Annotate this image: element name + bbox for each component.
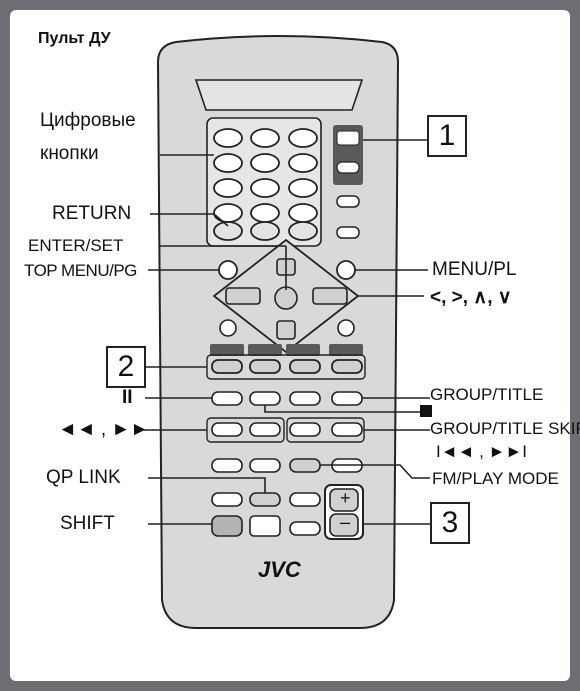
rew-ff-label: ◄◄ , ►► — [58, 419, 150, 440]
left-button — [225, 287, 261, 305]
enter-row-button — [250, 221, 280, 241]
volume-plus-button — [329, 488, 359, 512]
qp-row — [211, 492, 321, 507]
top-menu-button — [218, 260, 238, 280]
playback-row-2 — [211, 391, 363, 406]
playback-button — [289, 359, 321, 374]
group-title-label: GROUP/TITLE — [430, 385, 544, 404]
callout-3: 3 — [430, 502, 470, 544]
numeric-buttons — [213, 128, 318, 223]
brand-logo: JVC — [258, 557, 301, 582]
shift-label: SHIFT — [60, 513, 115, 534]
numeric-button — [288, 153, 318, 173]
volume-plus-label: + — [340, 488, 351, 508]
dark-bar — [210, 344, 244, 356]
playback-button — [211, 359, 243, 374]
enter-button — [274, 286, 298, 310]
pause-label: II — [122, 387, 133, 408]
mode-row-button — [211, 458, 243, 473]
dark-bar — [248, 344, 282, 356]
playback-row-1 — [211, 359, 363, 374]
group-title-button — [331, 391, 363, 406]
cursor-label: <, >, ∧, ∨ — [430, 287, 512, 308]
dark-bar — [286, 344, 320, 356]
numeric-button — [213, 128, 243, 148]
row2-button — [289, 391, 321, 406]
skip-row — [211, 422, 363, 437]
volume-minus-label: – — [340, 512, 351, 532]
numeric-label-line2: кнопки — [40, 143, 99, 164]
skip-next-button — [331, 422, 363, 437]
numeric-button — [213, 178, 243, 198]
shift-button — [211, 515, 243, 537]
menu-pl-button — [336, 260, 356, 280]
numeric-button — [250, 153, 280, 173]
standby-button — [336, 161, 360, 174]
leader-lines — [140, 139, 430, 525]
dark-bar — [329, 344, 363, 356]
dark-bar-row — [210, 344, 363, 356]
enter-set-label: ENTER/SET — [28, 236, 124, 255]
qp-row-button — [211, 492, 243, 507]
callout-1: 1 — [427, 115, 467, 157]
down-button — [276, 320, 296, 340]
fm-play-mode-button — [289, 458, 321, 473]
power-button — [336, 130, 360, 146]
return-label: RETURN — [52, 203, 132, 224]
numeric-button — [288, 178, 318, 198]
skip-prev-button — [289, 422, 321, 437]
qp-link-label: QP LINK — [46, 467, 121, 488]
side-button — [336, 195, 360, 208]
group-title-skip-label: GROUP/TITLE SKIP — [430, 419, 580, 438]
qp-link-button — [249, 492, 281, 507]
side-button — [336, 226, 360, 239]
ff-button — [249, 422, 281, 437]
playback-button — [249, 359, 281, 374]
leader-return-tip — [213, 213, 229, 227]
figure-title: Пульт ДУ — [38, 30, 111, 47]
small-round-button — [337, 319, 355, 337]
return-row — [213, 221, 318, 241]
menu-pl-label: MENU/PL — [432, 259, 517, 280]
numeric-button — [288, 128, 318, 148]
numeric-button — [250, 128, 280, 148]
numeric-button — [288, 203, 318, 223]
numeric-label-line1: Цифровые — [40, 110, 136, 131]
numeric-button — [250, 203, 280, 223]
return-button — [213, 221, 243, 241]
enter-row-button — [288, 221, 318, 241]
playback-button — [331, 359, 363, 374]
fm-play-mode-label: FM/PLAY MODE — [432, 469, 559, 488]
ir-window — [194, 79, 364, 111]
pause-button — [211, 391, 243, 406]
skip-prev-next-label: I◄◄ , ►►I — [436, 442, 527, 461]
top-menu-label: TOP MENU/PG — [24, 261, 137, 280]
numeric-button — [250, 178, 280, 198]
leader-qp — [148, 477, 266, 493]
numeric-button — [213, 153, 243, 173]
volume-minus-button — [329, 513, 359, 537]
shift-row-button — [289, 521, 321, 536]
mode-row-button — [249, 458, 281, 473]
rew-button — [211, 422, 243, 437]
leader-stop — [264, 405, 420, 413]
callout-2: 2 — [106, 346, 146, 388]
stop-symbol — [420, 405, 432, 417]
right-button — [312, 287, 348, 305]
numeric-button — [213, 203, 243, 223]
leader-fm — [320, 464, 430, 479]
small-round-button — [219, 319, 237, 337]
qp-row-button — [289, 492, 321, 507]
shift-row-button — [249, 515, 281, 537]
stop-button — [249, 391, 281, 406]
